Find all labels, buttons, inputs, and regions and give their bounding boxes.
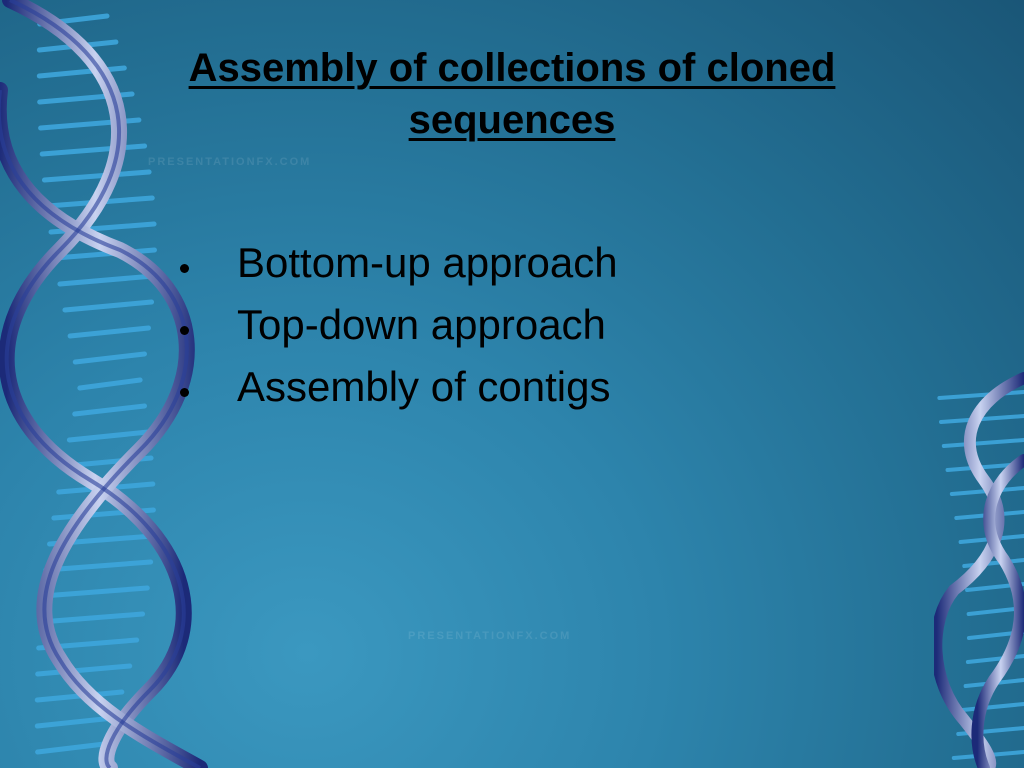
helix-rung (41, 169, 152, 183)
bullet-text: Bottom-up approach (237, 239, 618, 286)
bullet-dot-icon (180, 325, 189, 335)
helix-rung (35, 741, 107, 755)
helix-rung (937, 390, 1024, 400)
slide-title: Assembly of collections of cloned sequen… (188, 46, 836, 142)
helix-rung (67, 325, 151, 339)
bullet-item: Assembly of contigs (180, 356, 618, 418)
helix-rung (43, 559, 154, 573)
dna-helix-right-icon (934, 372, 1024, 768)
helix-rung (66, 429, 151, 443)
helix-rung (939, 414, 1024, 424)
helix-rung (35, 663, 133, 677)
helix-rung (960, 702, 1024, 712)
watermark-bottom: PRESENTATIONFX.COM (408, 630, 572, 642)
bullet-dot-icon (180, 263, 189, 273)
helix-rung (62, 299, 155, 313)
helix-rung (941, 438, 1024, 448)
helix-rung (72, 351, 148, 365)
bullet-text: Assembly of contigs (237, 363, 611, 410)
helix-rung (40, 585, 150, 599)
helix-rung (72, 403, 148, 417)
helix-rung (36, 65, 127, 79)
helix-rung (57, 273, 157, 287)
bullet-list: Bottom-up approach Top-down approach Ass… (180, 232, 618, 418)
bullet-text: Top-down approach (237, 301, 606, 348)
helix-rung (39, 143, 148, 157)
bullet-item: Bottom-up approach (180, 232, 618, 294)
bullet-item: Top-down approach (180, 294, 618, 356)
helix-rung (965, 654, 1024, 664)
bullet-dot-icon (180, 387, 189, 397)
dna-helix-left-icon (0, 0, 208, 768)
helix-rung (77, 377, 143, 391)
helix-rung (37, 611, 146, 625)
helix-rung (34, 715, 116, 729)
watermark-top: PRESENTATIONFX.COM (148, 156, 312, 168)
